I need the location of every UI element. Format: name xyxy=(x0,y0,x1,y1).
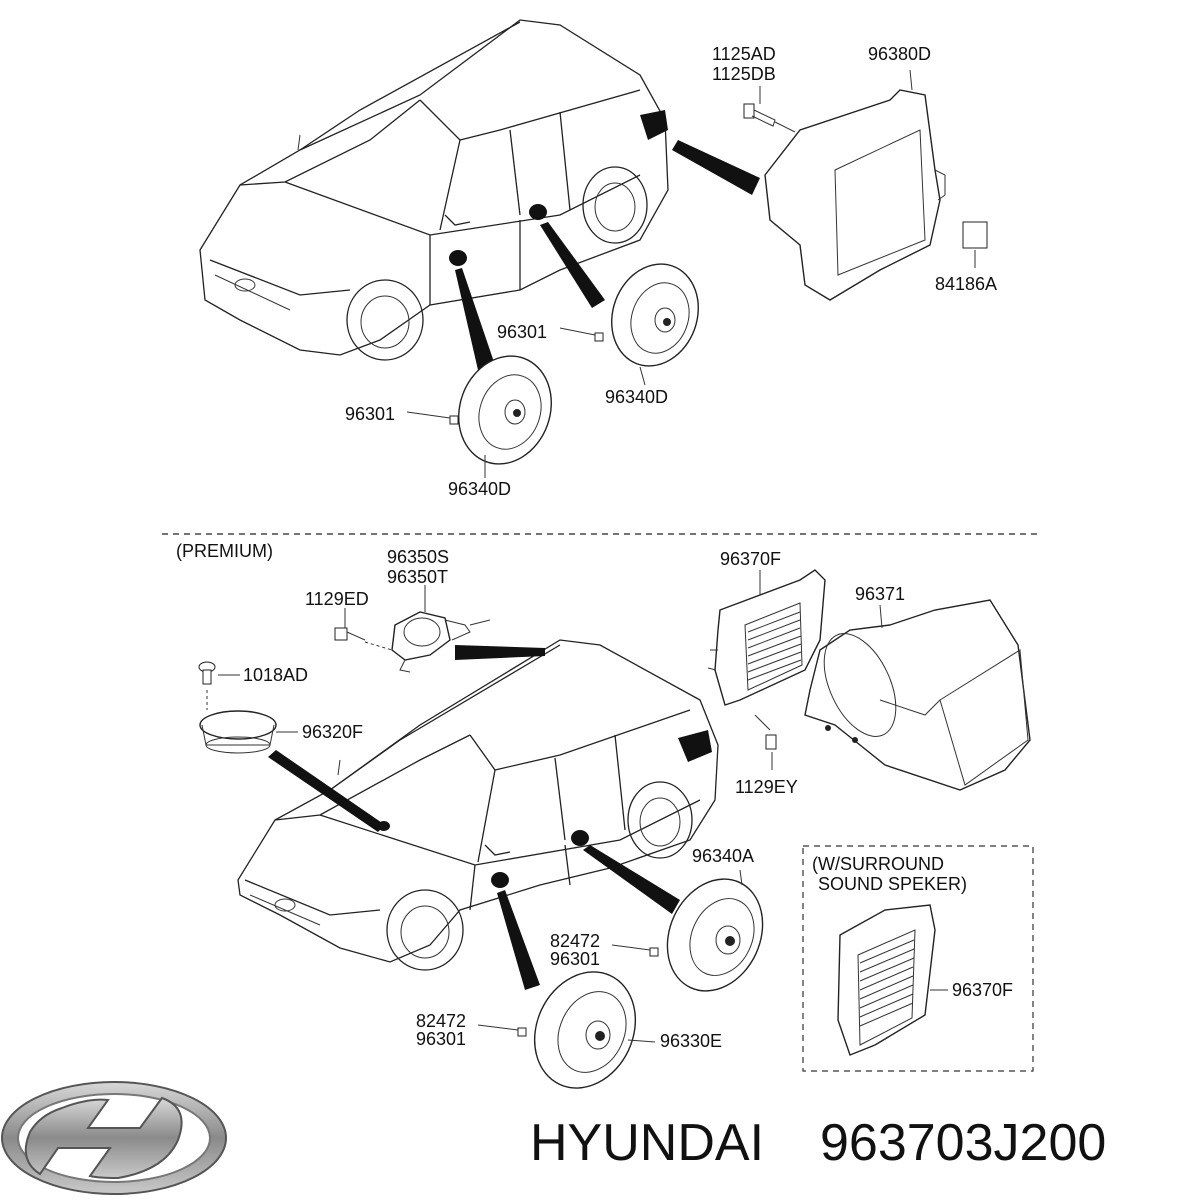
amplifier-96370f-surround xyxy=(837,904,936,1056)
subwoofer-96371 xyxy=(804,599,1031,791)
label-premium: (PREMIUM) xyxy=(176,541,273,561)
bolt-1129ed-icon xyxy=(334,627,393,651)
hyundai-logo-icon xyxy=(1,1081,227,1195)
label-surround-1: (W/SURROUND xyxy=(812,854,944,874)
label-96340a: 96340A xyxy=(692,846,754,866)
amplifier-96370f xyxy=(707,569,826,706)
car-top-illustration xyxy=(199,19,669,361)
surround-option-box xyxy=(802,845,1034,1072)
label-96370f-a: 96370F xyxy=(720,549,781,569)
label-1125ad: 1125AD xyxy=(712,44,776,64)
label-1125db: 1125DB xyxy=(712,64,776,84)
label-96350s: 96350S xyxy=(387,547,449,567)
label-96340d-a: 96340D xyxy=(605,387,668,407)
label-1129ey: 1129EY xyxy=(735,777,798,797)
label-96371: 96371 xyxy=(855,584,905,604)
speaker-96320f xyxy=(199,710,277,754)
label-96370f-b: 96370F xyxy=(952,980,1013,1000)
door-speaker-spot-rear xyxy=(529,204,547,220)
label-1018ad: 1018AD xyxy=(243,665,308,685)
speaker-96340a xyxy=(666,878,764,992)
tweeter-96350s xyxy=(391,611,471,673)
speaker-96340d-rear xyxy=(611,263,699,367)
bolt-1125ad-icon xyxy=(743,103,796,133)
label-96380d: 96380D xyxy=(868,44,931,64)
label-84186a: 84186A xyxy=(935,274,997,294)
label-96301-c: 96301 xyxy=(550,949,600,969)
label-96301-a: 96301 xyxy=(497,322,547,342)
bolt-1129ey-icon xyxy=(754,714,777,750)
screw-1018ad-icon xyxy=(198,661,216,685)
clip-84186a-icon xyxy=(962,221,988,249)
label-82472-a: 82472 xyxy=(550,931,600,951)
speaker-96340d-front xyxy=(458,355,552,465)
car-bottom-illustration xyxy=(237,639,719,971)
label-1129ed: 1129ED xyxy=(305,589,369,609)
label-82472-b: 82472 xyxy=(416,1011,466,1031)
brand-name: HYUNDAI xyxy=(530,1114,764,1172)
label-96330e: 96330E xyxy=(660,1031,722,1051)
label-surround-2: SOUND SPEKER) xyxy=(818,874,967,894)
label-96320f: 96320F xyxy=(302,722,363,742)
label-96301-d: 96301 xyxy=(416,1029,466,1049)
label-96350t: 96350T xyxy=(387,567,448,587)
label-96301-b: 96301 xyxy=(345,404,395,424)
speaker-96330e xyxy=(533,971,637,1089)
door-speaker-spot-front xyxy=(449,250,467,266)
part-number: 963703J200 xyxy=(820,1114,1106,1172)
amplifier-96380d xyxy=(764,89,946,301)
label-96340d-b: 96340D xyxy=(448,479,511,499)
